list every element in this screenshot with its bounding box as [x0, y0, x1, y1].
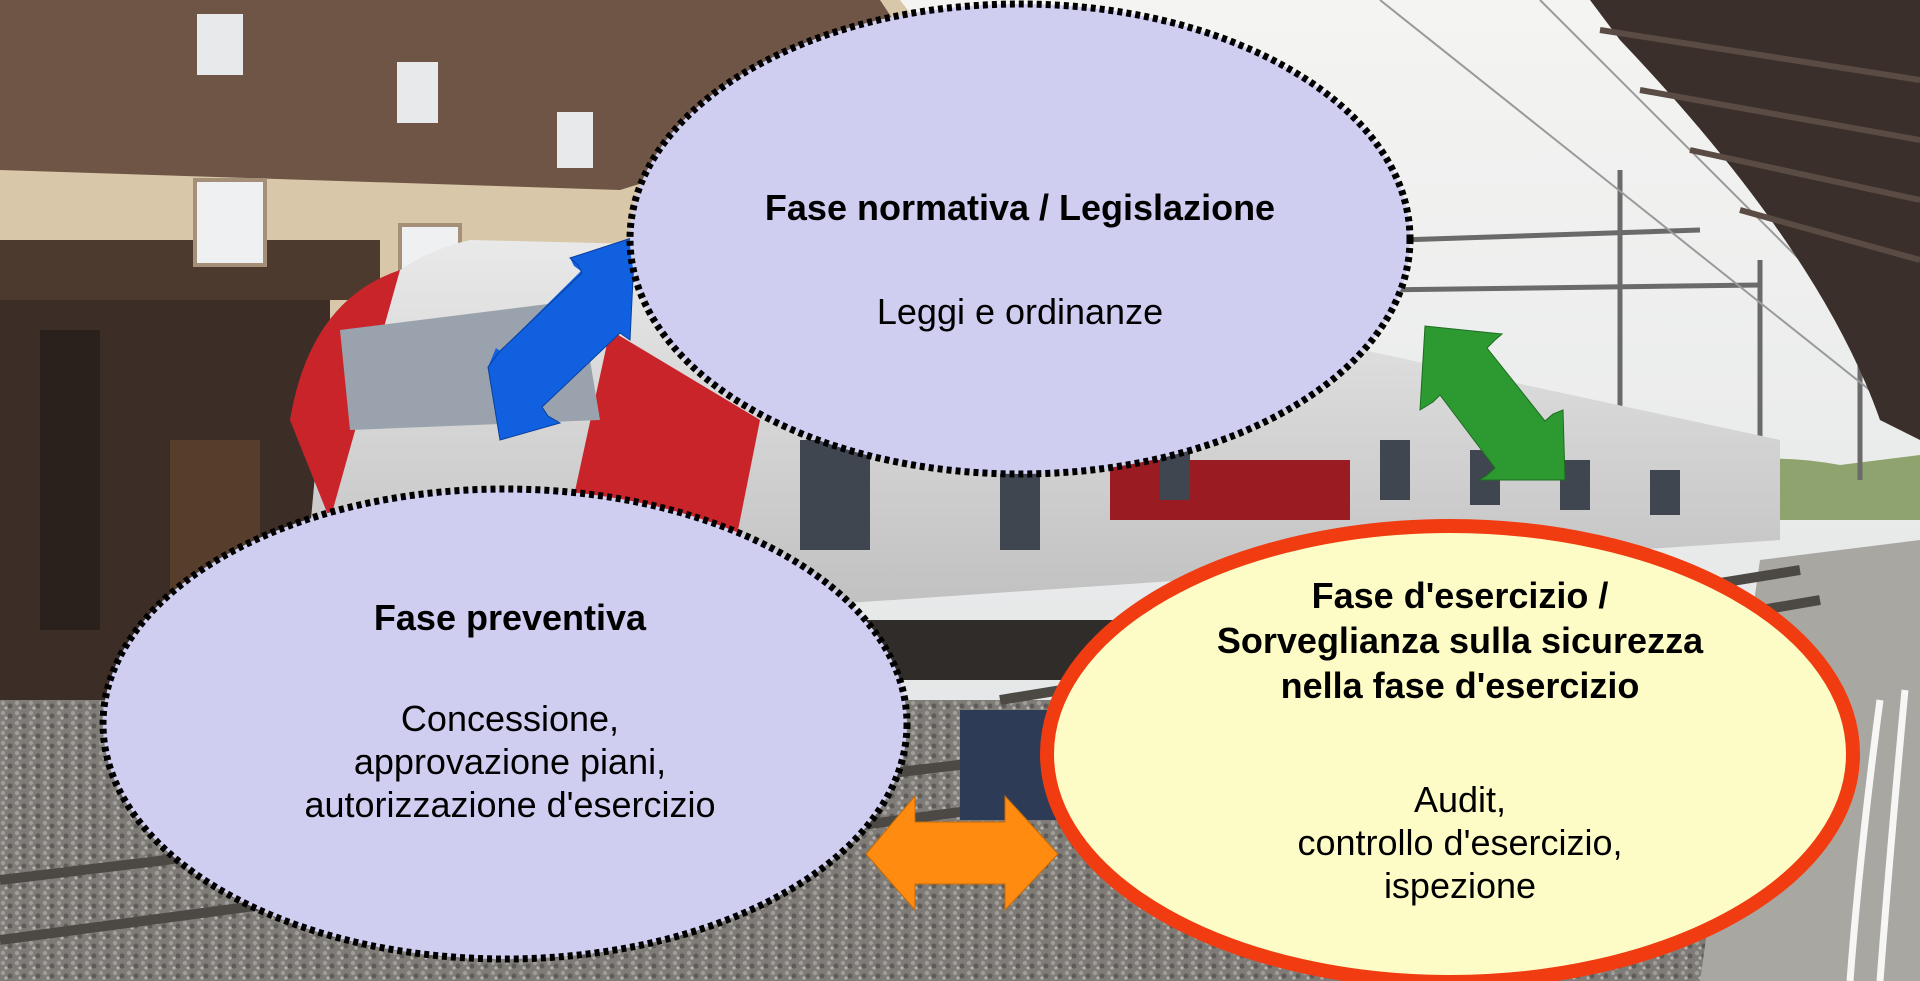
preventiva-body-line: approvazione piani, [353, 741, 667, 782]
esercizio-body-line: ispezione [1383, 865, 1537, 906]
esercizio-title-line: Fase d'esercizio / [1311, 575, 1609, 616]
esercizio-title-line: nella fase d'esercizio [1280, 665, 1640, 706]
ellipse-preventiva [99, 485, 911, 963]
ellipse-esercizio [1040, 519, 1860, 981]
green-arrow-icon [1419, 325, 1566, 481]
preventiva-body-line: Concessione, [400, 698, 620, 739]
ellipse-normativa [626, 0, 1414, 478]
preventiva-body: Concessione, approvazione piani, autoriz… [170, 697, 850, 826]
orange-arrow-icon [865, 794, 1059, 912]
esercizio-body-line: controllo d'esercizio, [1297, 822, 1623, 863]
blue-arrow-icon [487, 236, 636, 441]
esercizio-body-line: Audit, [1413, 779, 1507, 820]
esercizio-title-line: Sorveglianza sulla sicurezza [1216, 620, 1704, 661]
esercizio-body: Audit, controllo d'esercizio, ispezione [1110, 778, 1810, 907]
normativa-title: Fase normativa / Legislazione [764, 187, 1276, 228]
esercizio-title: Fase d'esercizio / Sorveglianza sulla si… [1110, 573, 1810, 708]
preventiva-title: Fase preventiva [373, 597, 647, 638]
preventiva-body-line: autorizzazione d'esercizio [304, 784, 716, 825]
normativa-body: Leggi e ordinanze [876, 291, 1164, 332]
